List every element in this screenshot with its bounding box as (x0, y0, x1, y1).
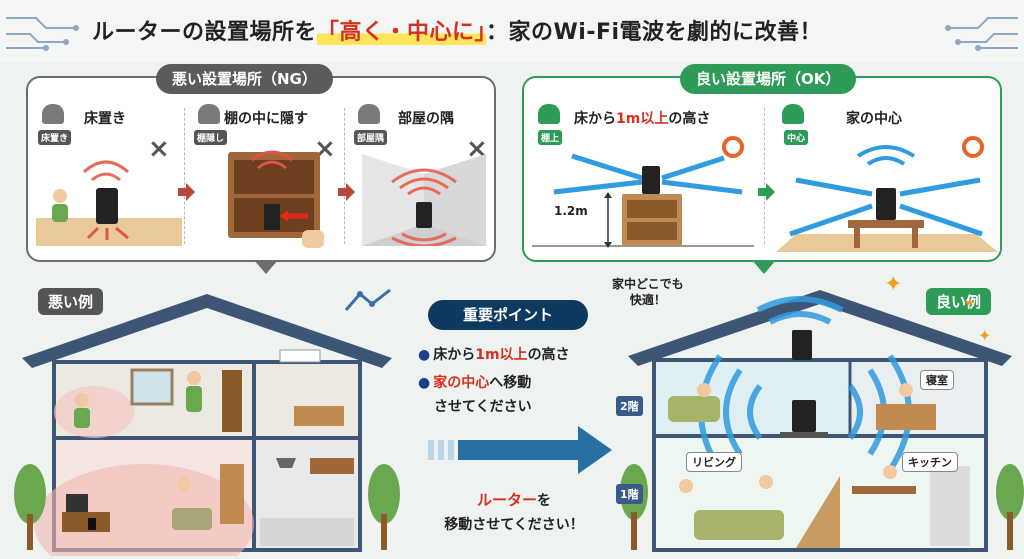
corner-tag: 部屋隅 (354, 130, 388, 145)
router-icon (88, 518, 96, 530)
shelf-icon (198, 104, 220, 124)
trend-line-icon (344, 288, 391, 311)
shelf-hide-tag: 棚隠し (194, 130, 228, 145)
floor-placement-title: 床置き (84, 111, 126, 127)
room-tag-living: リビング (686, 452, 742, 472)
arrow-right-icon (428, 426, 612, 474)
router-icon (792, 330, 812, 360)
arrow-right-icon (338, 183, 355, 201)
corner-icon (358, 104, 380, 124)
callout-comfortable: 家中どこでも 快適！ (612, 277, 684, 307)
cabinet-router-scene (228, 150, 324, 248)
floor-router-scene (36, 160, 182, 246)
key-points-box: 重要ポイント ●床から1m以上の高さ ●家の中心へ移動 させてください ルーター… (414, 300, 614, 550)
shelf-top-tag: 棚上 (538, 130, 563, 145)
title-highlight: 「高く・中心に」 (317, 20, 487, 45)
title-bar: ルーターの設置場所を「高く・中心に」：家のWi-Fi電波を劇的に改善！ (0, 0, 1024, 62)
arrow-right-icon (178, 183, 195, 201)
panel-pointer (254, 260, 278, 274)
cell-divider (344, 108, 345, 244)
center-placement-title: 家の中心 (846, 111, 902, 127)
arrow-right-icon (758, 183, 775, 201)
height-placement-title: 床から1m以上の高さ (574, 111, 711, 127)
good-placement-header: 良い設置場所（OK） (680, 64, 857, 94)
good-placement-panel: 良い設置場所（OK） 棚上 床から1m以上の高さ 1.2m 中心 家の中心 (522, 64, 1002, 274)
move-router-message: ルーターを 移動させてください！ (444, 491, 584, 533)
bad-placement-panel: 悪い設置場所（NG） 床置き 床置き × 棚隠し 棚の中に隠す × 部屋隅 部屋… (26, 64, 496, 274)
corner-placement-title: 部屋の隅 (398, 111, 454, 127)
router-icon (416, 202, 432, 228)
title-text-after: ：家のWi-Fi電波を劇的に改善！ (486, 20, 823, 45)
router-wifi-icon (42, 104, 64, 124)
bad-example-label: 悪い例 (38, 288, 104, 315)
key-point-center-line2: させてください (434, 399, 532, 415)
key-points-header: 重要ポイント (428, 300, 588, 330)
center-router-scene (776, 145, 998, 252)
center-icon (782, 104, 804, 124)
title-text-before: ルーターの設置場所を (92, 20, 318, 45)
room-tag-bedroom: 寝室 (920, 370, 954, 390)
router-icon (642, 166, 660, 194)
shelf-hide-title: 棚の中に隠す (224, 111, 308, 127)
corner-router-scene (362, 154, 486, 246)
circle-mark-icon (962, 136, 984, 158)
shelf-router-scene (532, 153, 754, 248)
cell-divider (184, 108, 185, 244)
floor-tag: 床置き (38, 130, 72, 145)
key-point-center: ●家の中心へ移動 (418, 375, 532, 391)
circle-mark-icon (722, 136, 744, 158)
router-icon (96, 188, 118, 224)
key-point-height: ●床から1m以上の高さ (418, 347, 570, 363)
floor-tag-second: 2階 (616, 396, 643, 416)
sparkle-icon: ✦ (884, 272, 903, 297)
bad-example-house (14, 294, 400, 556)
circuit-decoration-icon (945, 17, 1018, 51)
circuit-decoration-icon (6, 17, 79, 51)
room-tag-kitchen: キッチン (902, 452, 958, 472)
sparkle-icon: ✦ (978, 326, 992, 345)
height-value-label: 1.2m (554, 204, 588, 218)
cross-mark-icon: × (148, 134, 170, 164)
router-icon (876, 188, 896, 220)
sparkle-icon: ✦ (964, 296, 976, 312)
router-icon (264, 204, 280, 230)
good-example-label: 良い例 (926, 288, 992, 315)
bad-placement-header: 悪い設置場所（NG） (156, 64, 333, 94)
panel-pointer (752, 260, 776, 274)
router-icon (792, 400, 816, 432)
page-title: ルーターの設置場所を「高く・中心に」：家のWi-Fi電波を劇的に改善！ (92, 14, 822, 46)
center-tag: 中心 (784, 130, 809, 145)
cell-divider (764, 108, 765, 244)
good-example-house (620, 290, 1024, 552)
router-wifi-icon (538, 104, 560, 124)
floor-tag-first: 1階 (616, 484, 643, 504)
